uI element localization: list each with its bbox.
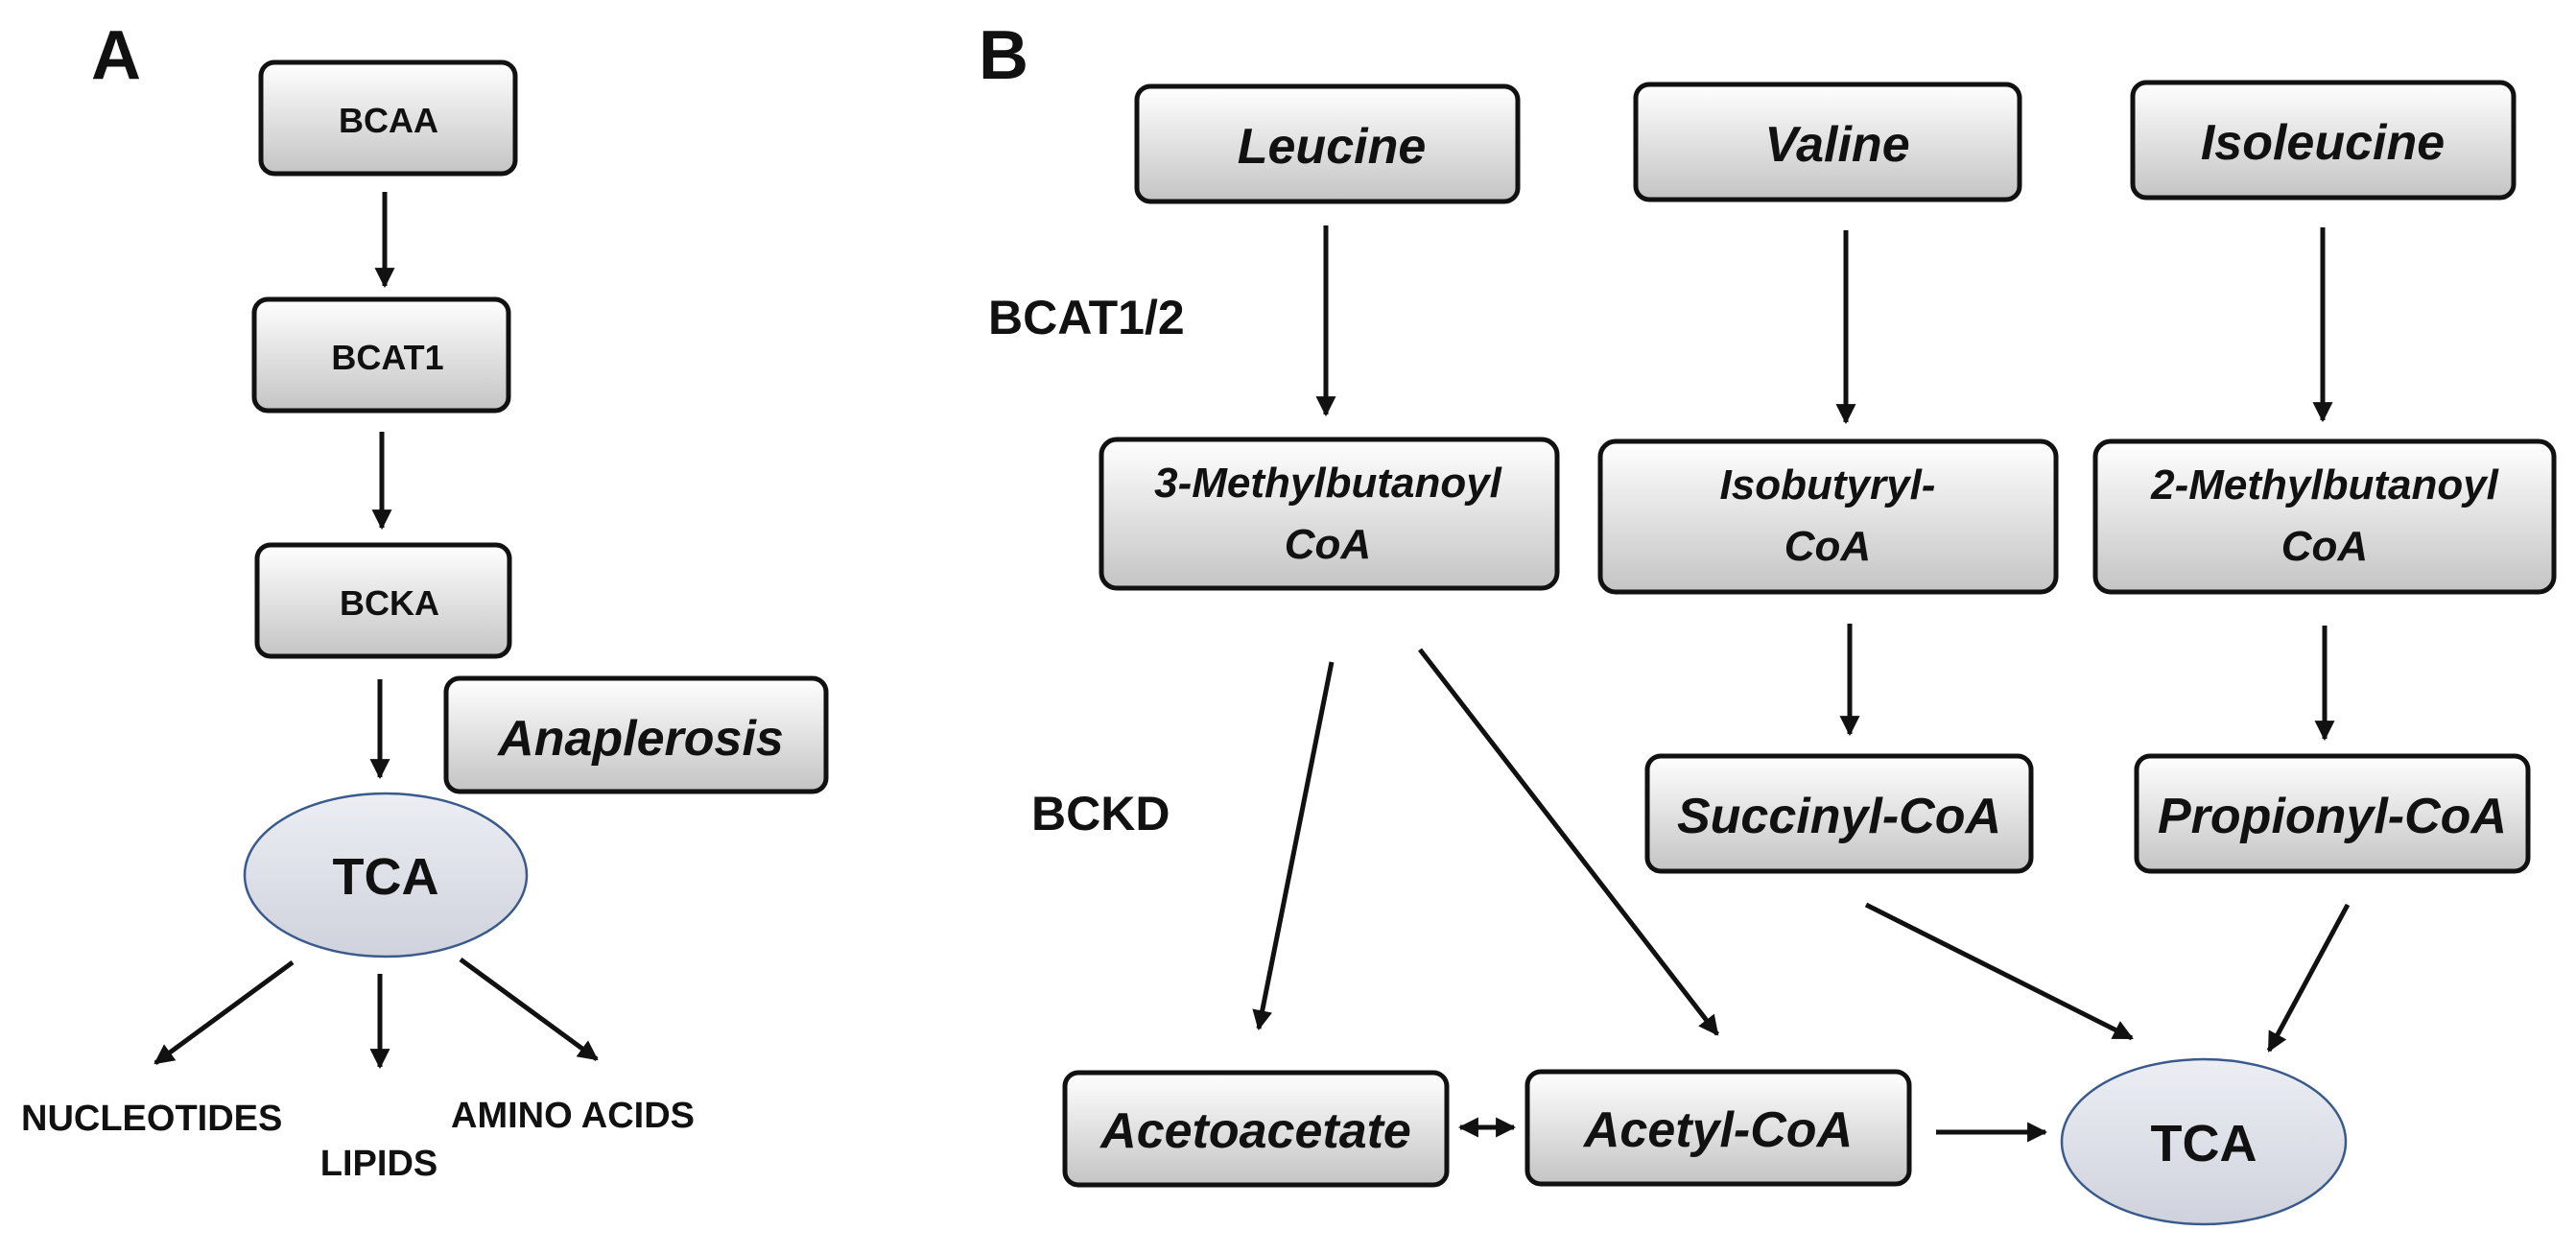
- methylbutanoyl3-box: 3-Methylbutanoyl CoA: [1099, 437, 1560, 591]
- valine-label: Valine: [1764, 117, 1909, 173]
- bcaa-label: BCAA: [339, 101, 438, 140]
- bcka-box: BCKA: [254, 542, 512, 659]
- valine-box: Valine: [1633, 82, 2022, 202]
- methylbutanoyl2-line2: CoA: [2281, 523, 2368, 570]
- methylbutanoyl2-line1: 2-Methylbutanoyl: [2150, 461, 2499, 509]
- tca-label-a: TCA: [333, 848, 439, 906]
- anaplerosis-box: Anaplerosis: [443, 675, 829, 794]
- panel-a-label: A: [91, 17, 141, 94]
- succinyl-label: Succinyl-CoA: [1677, 789, 2001, 844]
- arrow-succinyl-tca: [1864, 902, 2134, 1041]
- arrow-tca-amino-acids: [459, 957, 599, 1062]
- isobutyryl-line1: Isobutyryl-: [1720, 461, 1936, 509]
- bcka-label: BCKA: [340, 583, 439, 623]
- bcat1-label: BCAT1: [331, 338, 443, 377]
- arrow-tca-nucleotides: [154, 959, 295, 1066]
- tca-ellipse-b: TCA: [2060, 1057, 2348, 1226]
- lipids-label: LIPIDS: [320, 1144, 437, 1184]
- nucleotides-label: NUCLEOTIDES: [21, 1099, 282, 1139]
- acetoacetate-box: Acetoacetate: [1062, 1070, 1450, 1188]
- leucine-box: Leucine: [1134, 83, 1521, 204]
- propionyl-label: Propionyl-CoA: [2158, 789, 2507, 844]
- isobutyryl-line2: CoA: [1784, 523, 1871, 570]
- arrow-mb3-acetyl: [1418, 648, 1719, 1036]
- isoleucine-label: Isoleucine: [2201, 115, 2445, 171]
- amino-acids-label: AMINO ACIDS: [451, 1096, 695, 1136]
- anaplerosis-label: Anaplerosis: [496, 711, 784, 767]
- bcat12-label: BCAT1/2: [988, 291, 1185, 344]
- methylbutanoyl3-line2: CoA: [1285, 521, 1371, 568]
- bcat1-box: BCAT1: [251, 296, 511, 414]
- tca-ellipse-a: TCA: [243, 792, 529, 958]
- bckd-label: BCKD: [1031, 787, 1170, 840]
- acetyl-label: Acetyl-CoA: [1582, 1102, 1853, 1158]
- isobutyryl-box: Isobutyryl- CoA: [1597, 438, 2059, 595]
- tca-label-b: TCA: [2151, 1115, 2257, 1172]
- acetyl-box: Acetyl-CoA: [1524, 1069, 1912, 1187]
- bcaa-box: BCAA: [258, 59, 518, 177]
- propionyl-box: Propionyl-CoA: [2134, 753, 2531, 874]
- acetoacetate-label: Acetoacetate: [1099, 1103, 1411, 1159]
- arrow-propionyl-tca: [2266, 903, 2351, 1053]
- succinyl-box: Succinyl-CoA: [1644, 753, 2034, 874]
- panel-b-label: B: [979, 17, 1028, 94]
- methylbutanoyl3-line1: 3-Methylbutanoyl: [1154, 460, 1502, 507]
- isoleucine-box: Isoleucine: [2130, 80, 2517, 201]
- arrow-mb3-acetoacetate: [1252, 661, 1335, 1031]
- leucine-label: Leucine: [1238, 119, 1427, 175]
- methylbutanoyl2-box: 2-Methylbutanoyl CoA: [2092, 438, 2557, 595]
